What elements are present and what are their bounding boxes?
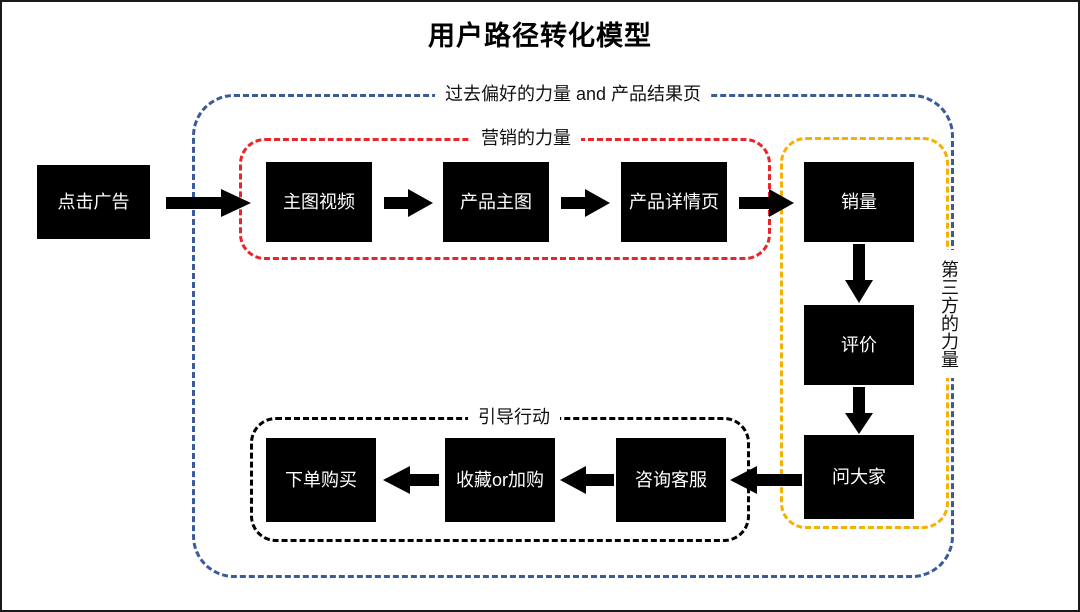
node-product-main-image[interactable]: 产品主图 (443, 162, 549, 242)
arrow-ask-everyone-to-contact-service (729, 465, 803, 495)
node-favorite-or-cart[interactable]: 收藏or加购 (445, 438, 555, 522)
group-orange-label: 第三方的力量 (938, 250, 960, 378)
arrow-sales-volume-to-reviews (844, 244, 874, 304)
node-sales-volume[interactable]: 销量 (804, 162, 914, 242)
group-blue-label: 过去偏好的力量 and 产品结果页 (434, 83, 712, 105)
arrow-main-image-video-to-product-main-image (384, 188, 434, 218)
arrow-reviews-to-ask-everyone (844, 387, 874, 435)
node-contact-service[interactable]: 咨询客服 (616, 438, 726, 522)
node-ask-everyone[interactable]: 问大家 (804, 435, 914, 519)
arrow-product-detail-page-to-sales-volume (739, 188, 795, 218)
node-main-image-video[interactable]: 主图视频 (266, 162, 372, 242)
arrow-contact-service-to-favorite-or-cart (559, 465, 615, 495)
group-black-label: 引导行动 (468, 406, 560, 428)
arrow-favorite-or-cart-to-place-order (382, 465, 440, 495)
node-product-detail-page[interactable]: 产品详情页 (621, 162, 727, 242)
node-click-ad[interactable]: 点击广告 (37, 165, 150, 239)
group-red-label: 营销的力量 (471, 127, 581, 149)
page-title: 用户路径转化模型 (428, 21, 652, 51)
arrow-product-main-image-to-product-detail-page (561, 188, 611, 218)
node-place-order[interactable]: 下单购买 (266, 438, 376, 522)
node-reviews[interactable]: 评价 (804, 305, 914, 385)
arrow-click-ad-to-main-image-video (166, 188, 252, 218)
